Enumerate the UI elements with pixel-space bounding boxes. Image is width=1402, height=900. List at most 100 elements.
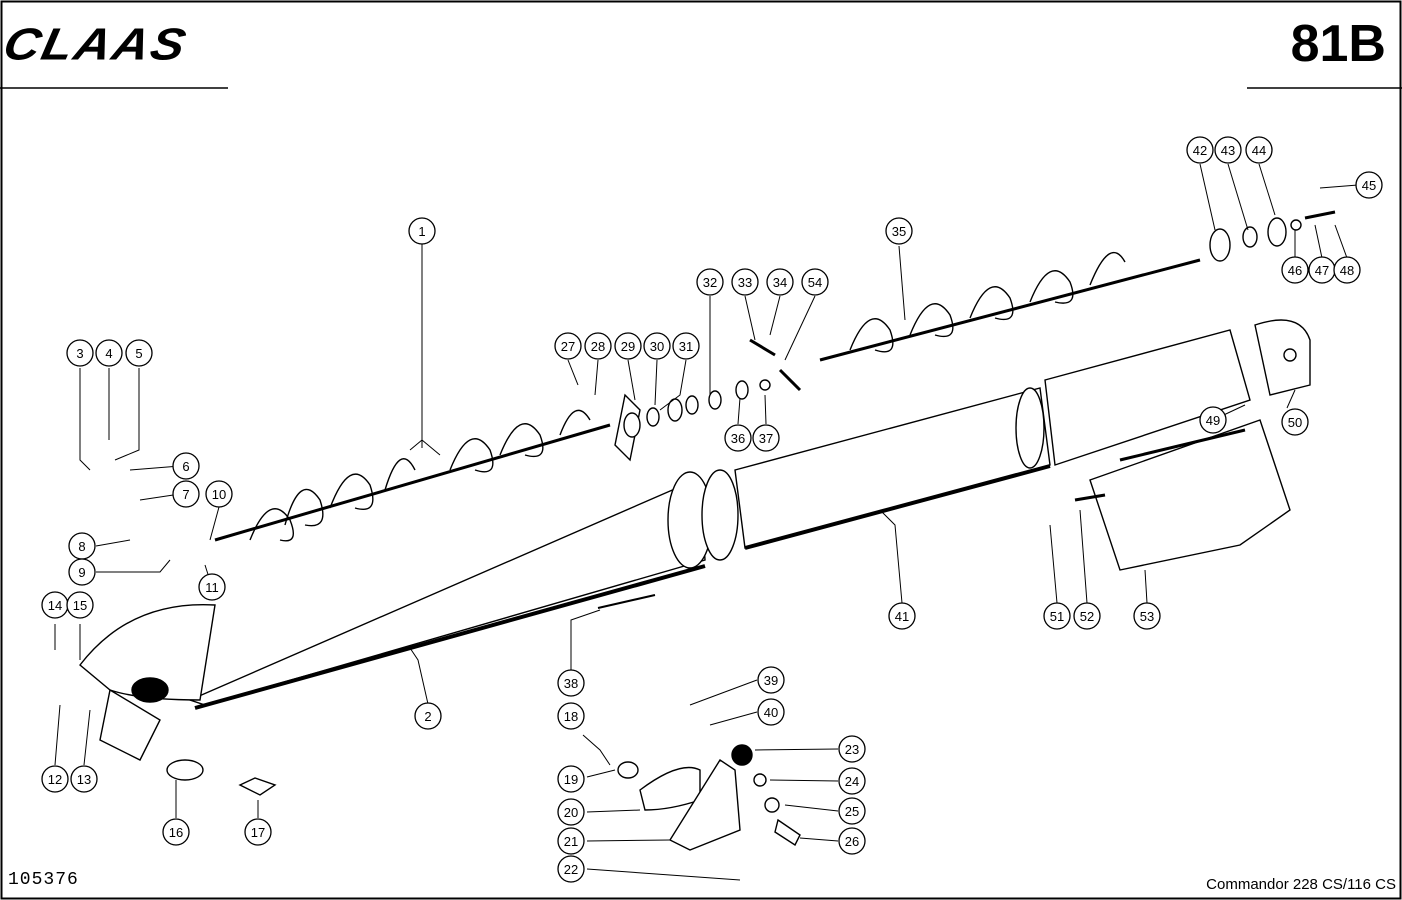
callout-15: 15: [66, 591, 94, 619]
callout-42: 42: [1186, 136, 1214, 164]
callout-circle: [757, 666, 785, 694]
callout-number: 37: [759, 431, 773, 446]
callout-34: 34: [766, 268, 794, 296]
callout-circle: [672, 332, 700, 360]
callout-23: 23: [838, 735, 866, 763]
callout-9: 9: [68, 558, 96, 586]
callout-11: 11: [198, 573, 226, 601]
callout-circle: [162, 818, 190, 846]
callout-circle: [66, 591, 94, 619]
callout-10: 10: [205, 480, 233, 508]
callout-circle: [557, 798, 585, 826]
callout-number: 34: [773, 275, 787, 290]
callout-19: 19: [557, 765, 585, 793]
callout-number: 1: [418, 224, 425, 239]
callout-circle: [68, 558, 96, 586]
callout-20: 20: [557, 798, 585, 826]
callout-number: 27: [561, 339, 575, 354]
callout-number: 36: [731, 431, 745, 446]
callout-12: 12: [41, 765, 69, 793]
callout-number: 24: [845, 774, 859, 789]
callout-number: 47: [1315, 263, 1329, 278]
brand-logo: CLAAS: [0, 18, 193, 70]
callout-circle: [1281, 408, 1309, 436]
callout-number: 20: [564, 805, 578, 820]
callout-3: 3: [66, 339, 94, 367]
callout-circle: [731, 268, 759, 296]
callout-circle: [757, 698, 785, 726]
callout-48: 48: [1333, 256, 1361, 284]
callout-14: 14: [41, 591, 69, 619]
callout-number: 46: [1288, 263, 1302, 278]
callout-number: 30: [650, 339, 664, 354]
callout-circle: [724, 424, 752, 452]
callout-27: 27: [554, 332, 582, 360]
callout-number: 8: [78, 539, 85, 554]
callout-18: 18: [557, 702, 585, 730]
callout-51: 51: [1043, 602, 1071, 630]
callout-number: 52: [1080, 609, 1094, 624]
callout-circle: [1199, 406, 1227, 434]
callout-number: 28: [591, 339, 605, 354]
callout-number: 17: [251, 825, 265, 840]
callout-circle: [557, 702, 585, 730]
callout-number: 35: [892, 224, 906, 239]
callout-circle: [125, 339, 153, 367]
callout-circle: [696, 268, 724, 296]
callout-number: 49: [1206, 413, 1220, 428]
callout-33: 33: [731, 268, 759, 296]
callout-circle: [205, 480, 233, 508]
callout-number: 43: [1221, 143, 1235, 158]
callout-number: 11: [205, 580, 219, 595]
callout-22: 22: [557, 855, 585, 883]
callout-number: 12: [48, 772, 62, 787]
callout-number: 19: [564, 772, 578, 787]
callout-number: 2: [424, 709, 431, 724]
callout-36: 36: [724, 424, 752, 452]
callout-circle: [766, 268, 794, 296]
callout-2: 2: [414, 702, 442, 730]
callout-number: 4: [105, 346, 112, 361]
callout-circle: [198, 573, 226, 601]
callout-43: 43: [1214, 136, 1242, 164]
callout-circle: [838, 735, 866, 763]
callout-circle: [95, 339, 123, 367]
callout-number: 22: [564, 862, 578, 877]
callout-number: 3: [76, 346, 83, 361]
callout-circle: [752, 424, 780, 452]
callout-circle: [172, 452, 200, 480]
callout-13: 13: [70, 765, 98, 793]
exploded-auger-drawing: [79, 210, 1336, 851]
callout-number: 15: [73, 598, 87, 613]
callout-45: 45: [1355, 171, 1383, 199]
callout-circle: [557, 855, 585, 883]
callout-circle: [408, 217, 436, 245]
callout-circle: [838, 797, 866, 825]
callout-number: 44: [1252, 143, 1266, 158]
callout-number: 53: [1140, 609, 1154, 624]
callout-41: 41: [888, 602, 916, 630]
callout-30: 30: [643, 332, 671, 360]
callout-53: 53: [1133, 602, 1161, 630]
callout-circle: [172, 480, 200, 508]
callout-circle: [557, 765, 585, 793]
callout-50: 50: [1281, 408, 1309, 436]
callout-circle: [888, 602, 916, 630]
callout-29: 29: [614, 332, 642, 360]
callout-39: 39: [757, 666, 785, 694]
callout-number: 25: [845, 804, 859, 819]
callout-7: 7: [172, 480, 200, 508]
callout-circle: [1333, 256, 1361, 284]
callout-circle: [414, 702, 442, 730]
callout-circle: [1355, 171, 1383, 199]
callout-28: 28: [584, 332, 612, 360]
callout-26: 26: [838, 827, 866, 855]
callout-circle: [1043, 602, 1071, 630]
callout-circle: [66, 339, 94, 367]
callout-circle: [1133, 602, 1161, 630]
page-code: 81B: [1290, 15, 1386, 73]
callout-number: 29: [621, 339, 635, 354]
callout-number: 50: [1288, 415, 1302, 430]
drawing-number: 105376: [8, 870, 79, 890]
